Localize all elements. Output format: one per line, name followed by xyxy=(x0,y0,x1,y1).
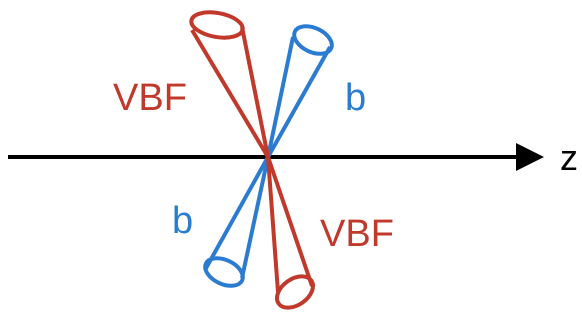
b-jet-upper-edge-left xyxy=(266,36,295,158)
vbf-jet-upper-cap xyxy=(189,10,245,40)
b-upper-label: b xyxy=(345,77,366,119)
vbf-lower-label: VBF xyxy=(320,213,394,255)
b-jet-lower-cap xyxy=(203,256,245,288)
vbf-jet-upper xyxy=(189,10,270,159)
b-lower-label: b xyxy=(172,200,193,242)
vbf-jet-lower xyxy=(266,156,316,310)
b-jet-lower-edge-right xyxy=(240,156,270,279)
vbf-jet-lower-edge-left xyxy=(266,156,280,293)
vbf-jet-upper-edge-left xyxy=(190,28,270,159)
b-jet-upper-edge-right xyxy=(266,46,332,158)
vbf-jet-lower-cap xyxy=(274,274,316,310)
z-axis: z xyxy=(8,137,578,178)
z-axis-label: z xyxy=(560,137,578,178)
b-jet-lower xyxy=(203,156,270,288)
z-axis-arrowhead-icon xyxy=(516,143,544,171)
vbf-jet-lower-edge-right xyxy=(266,156,314,287)
vbf-jet-upper-edge-right xyxy=(240,26,270,158)
b-jet-upper xyxy=(266,24,334,158)
b-jet-lower-edge-left xyxy=(203,156,270,271)
vbf-upper-label: VBF xyxy=(113,77,187,119)
b-jet-upper-cap xyxy=(292,24,334,56)
